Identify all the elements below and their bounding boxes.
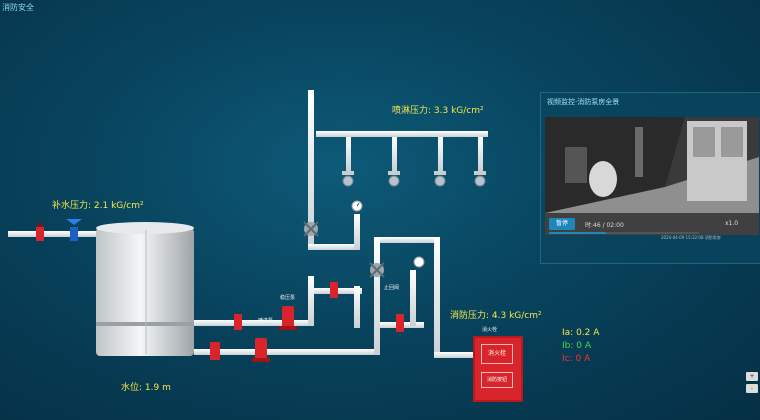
makeup-pressure-label: 补水压力: 2.1 kG/cm² bbox=[52, 201, 144, 211]
current-ib: Ib: 0 A bbox=[562, 341, 592, 351]
fire-panel-pipe bbox=[434, 352, 474, 358]
zoom-in-button[interactable]: + bbox=[746, 372, 758, 381]
video-time: 时:46 / 02:00 bbox=[585, 222, 624, 229]
video-title: 视频监控·消防泵房全景 bbox=[547, 98, 620, 106]
video-panel: 视频监控·消防泵房全景 暂停 时:46 / 02:00 x1.0 2024-04… bbox=[540, 92, 760, 264]
panel-label: 消火栓 bbox=[482, 327, 498, 333]
panel-face-top: 消火栓 bbox=[481, 344, 513, 364]
inlet-pipe bbox=[8, 231, 100, 237]
progress-track[interactable] bbox=[549, 232, 699, 234]
panel-face-bottom: 消防按钮 bbox=[481, 372, 513, 388]
outlet-pipe-upper bbox=[194, 320, 314, 326]
camera-timestamp: 2024-04-09 15:32:08 消防泵房 bbox=[661, 235, 721, 240]
sprinkler-heads bbox=[342, 137, 486, 187]
spray-pump-icon bbox=[252, 338, 270, 362]
outlet-pipe-lower bbox=[194, 349, 380, 355]
pump-a-label: 稳压泵 bbox=[280, 295, 296, 301]
fire-hydrant-panel[interactable]: 消火栓 消防按钮 bbox=[473, 336, 523, 402]
pump-b-label: 喷淋泵 bbox=[258, 318, 274, 324]
water-tank bbox=[96, 222, 194, 356]
inlet-check-valve-icon bbox=[66, 219, 82, 241]
outlet-valve-upper-icon bbox=[234, 314, 242, 330]
current-ia: Ia: 0.2 A bbox=[562, 328, 600, 338]
valve-label: 止回阀 bbox=[384, 285, 400, 291]
pressure-gauge-icon bbox=[351, 200, 363, 212]
zoom-out-button[interactable]: - bbox=[746, 384, 758, 393]
video-frame[interactable]: 暂停 时:46 / 02:00 x1.0 bbox=[545, 117, 759, 235]
speed-button[interactable]: x1.0 bbox=[725, 220, 739, 227]
stabilizer-pump-icon bbox=[279, 306, 297, 330]
water-level-label: 水位: 1.9 m bbox=[121, 383, 171, 393]
current-ic: Ic: 0 A bbox=[562, 354, 591, 364]
fire-pressure-label: 消防压力: 4.3 kG/cm² bbox=[450, 311, 542, 321]
pause-button[interactable]: 暂停 bbox=[549, 218, 575, 230]
inlet-valve-red-icon bbox=[36, 223, 44, 241]
sprinkler-header bbox=[316, 131, 488, 137]
video-controls: 暂停 时:46 / 02:00 x1.0 bbox=[545, 213, 759, 235]
progress-fill bbox=[549, 232, 606, 234]
main-riser bbox=[308, 90, 314, 250]
fire-gauge-icon bbox=[413, 256, 425, 268]
fire-valve-icon bbox=[369, 262, 385, 278]
middle-valve-icon bbox=[330, 282, 338, 298]
spray-pressure-label: 喷淋压力: 3.3 kG/cm² bbox=[392, 106, 484, 116]
page-title: 消防安全 bbox=[2, 3, 34, 12]
riser-valve-icon bbox=[303, 221, 319, 237]
fire-valve-red-icon bbox=[396, 314, 404, 332]
outlet-valve-lower-icon bbox=[210, 342, 220, 360]
